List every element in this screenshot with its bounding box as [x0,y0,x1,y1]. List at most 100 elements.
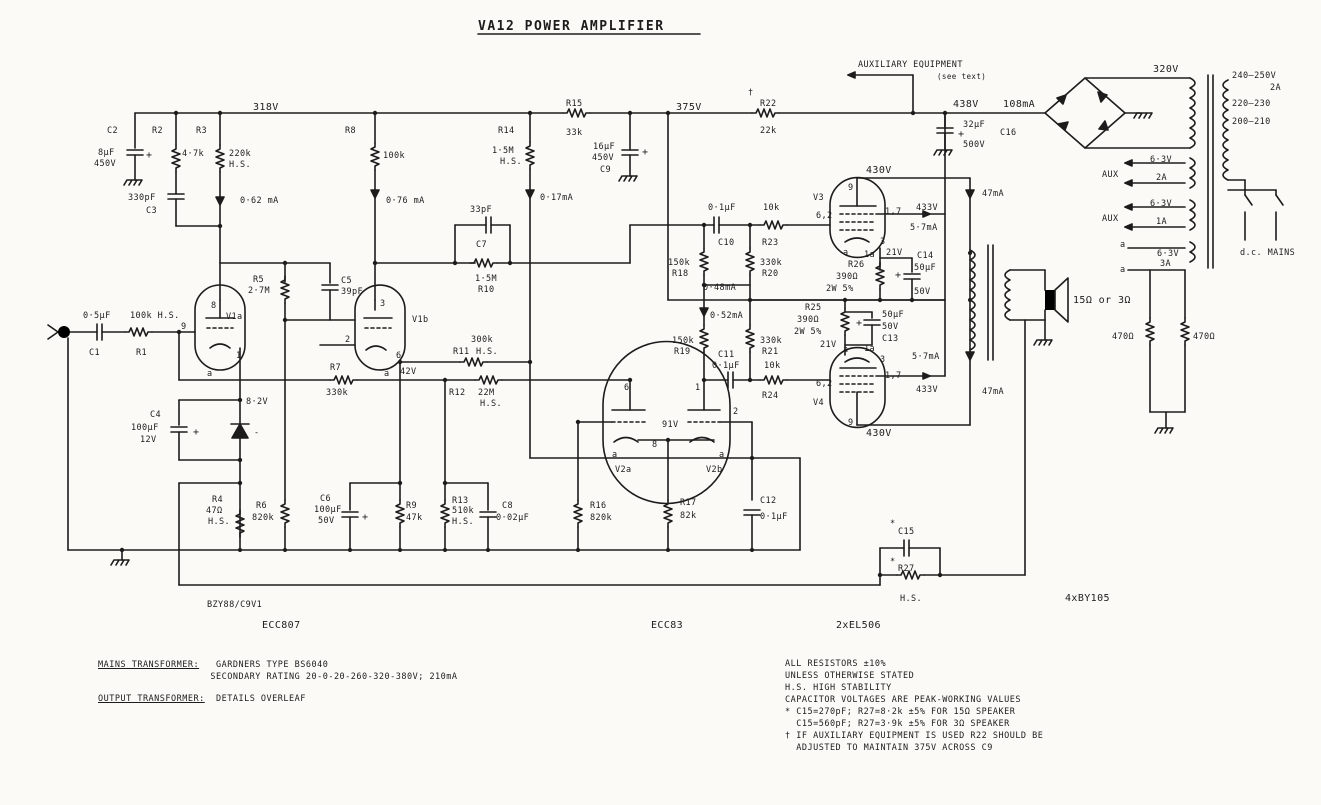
voltage-320v: 320V [1153,64,1179,75]
rating-r26: 2W 5% [826,284,854,294]
label-v1b: V1b [412,315,429,325]
output-transformer [969,244,1011,361]
value-r26: 390Ω [836,272,858,282]
resistor-r10 [469,258,498,268]
label-r27: R27 [898,564,915,574]
svg-text:3: 3 [880,237,886,247]
svg-text:2: 2 [345,335,351,345]
mains-transformer-heading: MAINS TRANSFORMER: [98,660,200,670]
svg-text:+: + [362,512,368,523]
value-r19: 150k [672,336,694,346]
value-r12: 22M [478,388,495,398]
label-v1a: V1a [226,312,243,322]
current-57ma-bottom: 5·7mA [912,352,940,362]
resistor-r26 [875,261,885,290]
bridge-rectifier [1044,77,1126,149]
voltage-c16: 500V [963,140,985,150]
resistor-r4 [235,509,245,538]
svg-text:1: 1 [695,383,701,393]
zener-part-number: BZY88/C9V1 [207,600,262,610]
value-r25: 390Ω [797,315,819,325]
rating-r25: 2W 5% [794,327,822,337]
value-r18: 150k [668,258,690,268]
svg-text:9: 9 [848,418,854,428]
label-r22: R22 [760,99,777,109]
tube-v2 [602,340,731,505]
hs-r3: H.S. [229,160,251,170]
hs-r12: H.S. [480,399,502,409]
value-c4: 100µF [131,423,159,433]
general-notes: ALL RESISTORS ±10% UNLESS OTHERWISE STAT… [785,658,1043,754]
value-r7: 330k [326,388,348,398]
label-c7: C7 [476,240,487,250]
value-c7: 33pF [470,205,492,215]
label-r3: R3 [196,126,207,136]
value-r16: 820k [590,513,612,523]
svg-text:+: + [856,318,862,329]
resistor-r13 [440,499,450,528]
value-c2: 8µF [98,148,115,158]
label-v4: V4 [813,398,824,408]
svg-text:a: a [1120,265,1126,275]
value-c5: 39pF [341,287,363,297]
label-r18: R18 [672,269,689,279]
label-r4: R4 [212,495,223,505]
label-r13: R13 [452,496,469,506]
svg-text:a: a [384,369,390,379]
heater-amps: 3A [1160,259,1171,269]
dc-mains-label: d.c. MAINS [1240,248,1295,258]
label-r16: R16 [590,501,607,511]
mains-fuse-2a: 2A [1270,83,1281,93]
voltage-21v-bottom: 21V [820,340,837,350]
label-r17: R17 [680,498,697,508]
value-c1: 0·5µF [83,311,111,321]
value-c3: 330pF [128,193,156,203]
value-r17: 82k [680,511,697,521]
label-c16: C16 [1000,128,1017,138]
svg-text:a: a [1120,240,1126,250]
value-470-b: 470Ω [1193,332,1215,342]
label-r1: R1 [136,348,147,358]
label-v2b: V2b [706,465,723,475]
svg-text:6: 6 [396,351,402,361]
current-052ma: 0·52mA [710,311,743,321]
heater-volts: 6·3V [1157,249,1179,259]
svg-text:6,2: 6,2 [816,379,833,389]
aux-label-1: AUX [1102,170,1119,180]
resistor-r15 [562,108,591,118]
aux-equipment-label: AUXILIARY EQUIPMENT [858,60,963,70]
note-line: * C15=270pF; R27=8·2k ±5% FOR 15Ω SPEAKE… [785,707,1016,717]
svg-text:-: - [254,428,260,438]
tube-type-el506: 2xEL506 [836,620,881,631]
label-r5: R5 [253,275,264,285]
label-c2: C2 [107,126,118,136]
value-c10: 0·1µF [708,203,736,213]
label-c11: C11 [718,350,735,360]
hs-r4: H.S. [208,517,230,527]
value-r11: 300k [471,335,493,345]
value-r15: 33k [566,128,583,138]
aux1-amps: 2A [1156,173,1167,183]
resistor-r24 [759,375,788,385]
label-c9: C9 [600,165,611,175]
input-socket[interactable] [47,324,70,340]
svg-text:3: 3 [880,355,886,365]
voltage-c9: 450V [592,153,614,163]
resistor-r7 [329,375,358,385]
label-r15: R15 [566,99,583,109]
value-c14: 50µF [914,263,936,273]
speaker-impedance: 15Ω or 3Ω [1073,295,1131,306]
label-r24: R24 [762,391,779,401]
star-c15: * [890,519,896,529]
resistor-r5 [280,275,290,304]
value-r8: 100k [383,151,405,161]
label-r12: R12 [449,388,466,398]
dagger-mark: † [748,88,754,98]
svg-text:6,2: 6,2 [816,211,833,221]
label-r19: R19 [674,347,691,357]
current-076ma: 0·76 mA [386,196,425,206]
label-r9: R9 [406,501,417,511]
current-048ma: 0·48mA [703,283,736,293]
resistor-470-a [1145,317,1155,346]
voltage-v3-anode: 430V [866,165,892,176]
